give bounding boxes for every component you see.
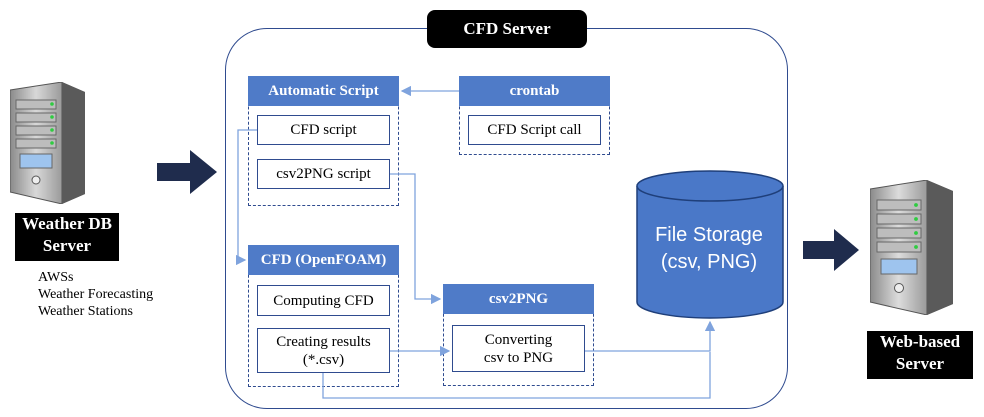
weather-db-server-icon [10,82,85,204]
weather-db-label-line1: Weather DB [22,214,112,233]
file-storage-line1: File Storage [655,224,763,246]
file-storage-cylinder [636,170,784,319]
file-storage-line2: (csv, PNG) [660,251,758,273]
weather-db-label-line2: Server [42,236,92,255]
cfd-server-title: CFD Server [427,10,587,48]
cfd-script-call-item: CFD Script call [468,115,601,145]
automatic-script-header: Automatic Script [248,76,399,106]
web-server-icon [870,180,953,315]
web-server-label: Web-based Server [867,331,973,379]
creating-results-item: Creating results (*.csv) [257,328,390,373]
web-server-label-line1: Web-based [879,332,961,351]
connector-cfdscript-to-openfoam [235,129,257,266]
weather-db-sources: AWSs Weather Forecasting Weather Station… [38,269,153,320]
csv2png-header: csv2PNG [443,284,594,314]
weather-db-label: Weather DB Server [15,213,119,261]
crontab-header: crontab [459,76,610,106]
connector-results-to-storage [322,352,711,399]
list-item: Weather Forecasting [38,287,154,302]
list-item: AWSs [38,270,74,285]
connector-csv2pngscript-to-csv2png [390,173,442,305]
web-server-label-line2: Server [895,354,945,373]
file-storage-label: File Storage (csv, PNG) [636,222,782,276]
cfd-script-item: CFD script [257,115,390,145]
arrow-right-icon [803,229,859,271]
connector-converting-to-storage [585,320,716,352]
cfd-openfoam-header: CFD (OpenFOAM) [248,245,399,275]
arrow-right-icon [157,150,217,194]
computing-cfd-item: Computing CFD [257,285,390,316]
list-item: Weather Stations [38,304,133,319]
csv2png-script-item: csv2PNG script [257,159,390,189]
converting-csv-item: Converting csv to PNG [452,325,585,372]
